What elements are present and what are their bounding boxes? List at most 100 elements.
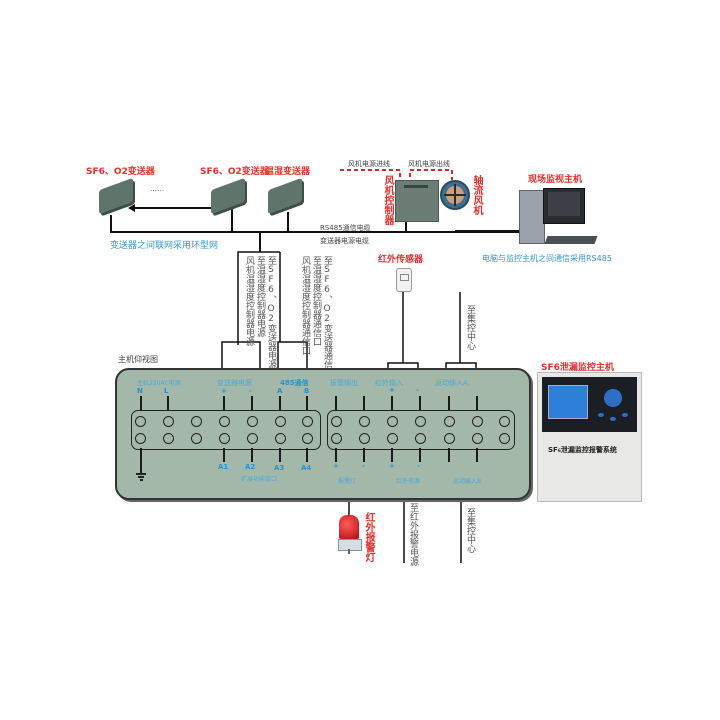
ring-network-note: 变送器之间联网采用环型网 — [110, 241, 219, 251]
terminal-screw — [387, 416, 398, 427]
terminal-screw — [331, 433, 342, 444]
ir-sensor[interactable] — [396, 268, 412, 292]
power-cable-label: 变送器电源电缆 — [320, 237, 369, 245]
terminal-screw — [415, 433, 426, 444]
bracket-power — [237, 251, 280, 345]
pin-a: A — [277, 387, 283, 395]
pin-a3: A3 — [274, 464, 285, 472]
terminal-screw — [191, 433, 202, 444]
pin-b: B — [304, 387, 310, 395]
ground-icon — [136, 473, 146, 481]
axial-fan-icon[interactable] — [440, 180, 470, 210]
note-th-comm: 至温湿度控制器通信口 — [311, 256, 321, 346]
transmitter-label-2: SF6、O2变送器 — [200, 167, 269, 177]
terminal-screw — [219, 433, 230, 444]
fan-power-in-wire — [340, 169, 401, 184]
fan-power-out-wire — [409, 169, 453, 184]
terminal-screw — [499, 416, 510, 427]
terminal-screw — [499, 433, 510, 444]
terminal-screw — [163, 433, 174, 444]
rs485-cable-label: RS485通信电缆 — [320, 224, 371, 232]
terminal-screw — [472, 416, 483, 427]
terminal-screw — [135, 416, 146, 427]
note-sf6-power: 至SF6、O2变送器电源 — [266, 256, 276, 369]
group-label-alarm-output: 报警输出 — [330, 379, 358, 387]
bracket-ir-input — [387, 362, 419, 368]
axial-fan-label: 轴流风机 — [471, 175, 482, 215]
terminal-screw — [444, 416, 455, 427]
terminal-screw — [219, 416, 230, 427]
pin-ir-minus: - — [416, 386, 419, 394]
monitor-front-panel — [542, 377, 637, 432]
sf6-o2-transmitter-1[interactable] — [95, 177, 137, 216]
alarm-light-label: 红外报警灯 — [363, 512, 374, 562]
pin-irpwr-plus: + — [389, 462, 395, 470]
fan-power-out-label: 风机电源出线 — [408, 160, 450, 168]
pc-monitor[interactable] — [543, 188, 585, 224]
terminal-screw — [275, 433, 286, 444]
lcd-screen — [548, 385, 588, 419]
group-label-transmitter-power: 变送器电源 — [217, 379, 252, 387]
note-fan-comm: 风机温湿度控制器通信口 — [300, 256, 310, 355]
sf6-o2-transmitter-2[interactable] — [207, 177, 249, 216]
terminal-screw — [359, 416, 370, 427]
nav-keypad[interactable] — [604, 389, 622, 407]
transmitter-label-3: 温湿变送器 — [265, 167, 311, 177]
ring-network-wire — [110, 205, 233, 233]
terminal-block-right — [327, 410, 515, 450]
terminal-screw — [331, 416, 342, 427]
terminal-screw — [275, 416, 286, 427]
pin-irpwr-minus: - — [417, 462, 420, 470]
pin-a1: A1 — [218, 463, 229, 471]
transmitter-label-1: SF6、O2变送器 — [86, 167, 155, 177]
group-label-motion-a: 运动输入A — [435, 379, 468, 387]
arrow-head-left — [128, 204, 135, 212]
fan-controller[interactable] — [395, 180, 439, 222]
alarm-light[interactable] — [338, 515, 362, 555]
terminal-screw — [444, 433, 455, 444]
terminal-screw — [472, 433, 483, 444]
group-label-ir-input: 红外输入 — [375, 379, 403, 387]
pc-tower[interactable] — [519, 190, 545, 244]
bracket-comm-small — [277, 341, 308, 368]
terminal-screw — [359, 433, 370, 444]
terminal-screw — [387, 433, 398, 444]
terminal-screw — [135, 433, 146, 444]
ellipsis: …… — [150, 185, 164, 193]
fan-power-in-label: 风机电源进线 — [348, 160, 390, 168]
host-view-title: 主机仰视图 — [118, 355, 158, 364]
terminal-screw — [247, 416, 258, 427]
pin-n: N — [137, 387, 143, 395]
group-label-ir-power: 红外电源 — [396, 478, 421, 485]
terminal-screw — [247, 433, 258, 444]
fan-controller-label: 风机控制器 — [382, 175, 393, 225]
monitor-host-title: SF6泄漏监控主机 — [541, 363, 614, 373]
note-sf6-comm: 至SF6、O2变送器通信口 — [322, 256, 332, 378]
to-central-bottom: 至集控中心 — [465, 508, 475, 553]
pc-note: 电脑与监控主机之间通信采用RS485 — [482, 254, 612, 263]
terminal-screw — [302, 416, 313, 427]
terminal-screw — [415, 416, 426, 427]
temp-humidity-transmitter[interactable] — [264, 177, 306, 216]
pin-plus: + — [221, 387, 227, 395]
to-central-top: 至集控中心 — [465, 305, 475, 350]
sf6-monitor-host[interactable]: SF₆泄漏监控报警系统 — [537, 372, 642, 502]
terminal-screw — [302, 433, 313, 444]
pin-alarm-minus: - — [362, 462, 365, 470]
pin-ir-plus: + — [389, 386, 395, 394]
note-th-power: 至温湿度控制器电源 — [255, 256, 265, 337]
pc-keyboard — [544, 236, 598, 244]
group-label-485: 485通信 — [280, 379, 309, 387]
note-fan-power: 风机温湿度控制器电源 — [244, 256, 254, 346]
terminal-screw — [163, 416, 174, 427]
ir-sensor-label: 红外传感器 — [378, 255, 424, 265]
monitor-panel-text: SF₆泄漏监控报警系统 — [548, 446, 617, 454]
to-ir-alarm-power: 至红外报警电源 — [408, 503, 418, 566]
pc-title: 现场监视主机 — [528, 175, 583, 185]
pin-l: L — [164, 387, 169, 395]
pin-minus: - — [249, 387, 252, 395]
bracket-motion-a — [445, 362, 477, 368]
pin-a2: A2 — [245, 463, 256, 471]
group-label-ac-power: 主机220AC电源 — [137, 380, 181, 387]
pin-alarm-plus: + — [333, 462, 339, 470]
